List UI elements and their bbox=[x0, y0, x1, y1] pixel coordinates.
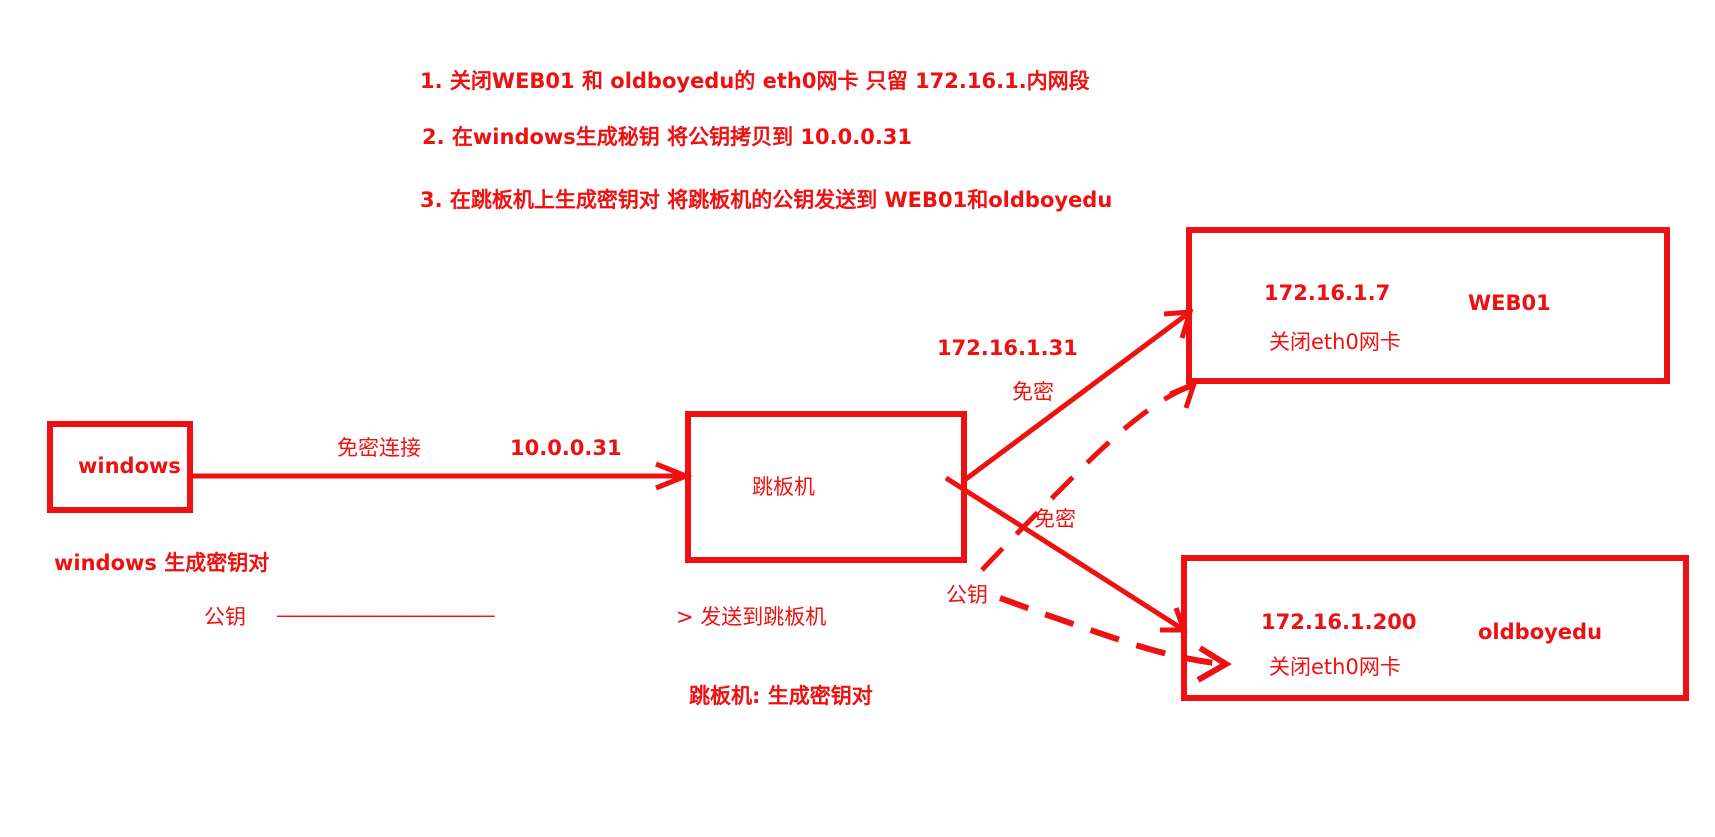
step-2-text: 2. 在windows生成秘钥 将公钥拷贝到 10.0.0.31 bbox=[422, 125, 913, 149]
edge-win-jump-ip: 10.0.0.31 bbox=[510, 436, 622, 460]
windows-box bbox=[47, 421, 193, 513]
edge-jump-web01-label: 免密 bbox=[1012, 380, 1054, 404]
dashed-arrow-pubkey-to-oldboyedu bbox=[998, 595, 1232, 683]
step-3-text: 3. 在跳板机上生成密钥对 将跳板机的公钥发送到 WEB01和oldboyedu bbox=[420, 188, 1113, 212]
windows-keygen-note: windows 生成密钥对 bbox=[54, 551, 270, 575]
arrow-windows-to-jump bbox=[190, 461, 693, 491]
pubkey-line-dest: > 发送到跳板机 bbox=[676, 605, 827, 629]
pubkey-line-label: 公钥 bbox=[204, 605, 246, 629]
arrow-jump-to-web01 bbox=[960, 309, 1194, 485]
step-1-text: 1. 关闭WEB01 和 oldboyedu的 eth0网卡 只留 172.16… bbox=[420, 69, 1090, 93]
jump-server-box bbox=[685, 411, 967, 563]
edge-jump-web01-ip: 172.16.1.31 bbox=[937, 336, 1078, 360]
edge-win-jump-label: 免密连接 bbox=[337, 436, 421, 460]
windows-label: windows bbox=[78, 454, 181, 478]
pubkey-line-dashes: ----------------------------------------… bbox=[276, 605, 495, 626]
jump-server-label: 跳板机 bbox=[752, 475, 815, 499]
oldboyedu-ip: 172.16.1.200 bbox=[1261, 610, 1417, 634]
oldboyedu-box bbox=[1181, 555, 1689, 701]
pubkey-label: 公钥 bbox=[946, 583, 988, 607]
dashed-arrow-pubkey-to-web01 bbox=[980, 379, 1199, 572]
web01-name: WEB01 bbox=[1468, 291, 1551, 315]
web01-box bbox=[1186, 227, 1670, 384]
web01-note: 关闭eth0网卡 bbox=[1269, 330, 1401, 354]
web01-ip: 172.16.1.7 bbox=[1264, 281, 1391, 305]
jump-keygen-note: 跳板机: 生成密钥对 bbox=[689, 684, 873, 708]
oldboyedu-note: 关闭eth0网卡 bbox=[1269, 655, 1401, 679]
oldboyedu-name: oldboyedu bbox=[1478, 620, 1603, 644]
edge-jump-oldboyedu-label: 免密 bbox=[1034, 507, 1076, 531]
arrow-jump-to-oldboyedu bbox=[944, 475, 1188, 633]
